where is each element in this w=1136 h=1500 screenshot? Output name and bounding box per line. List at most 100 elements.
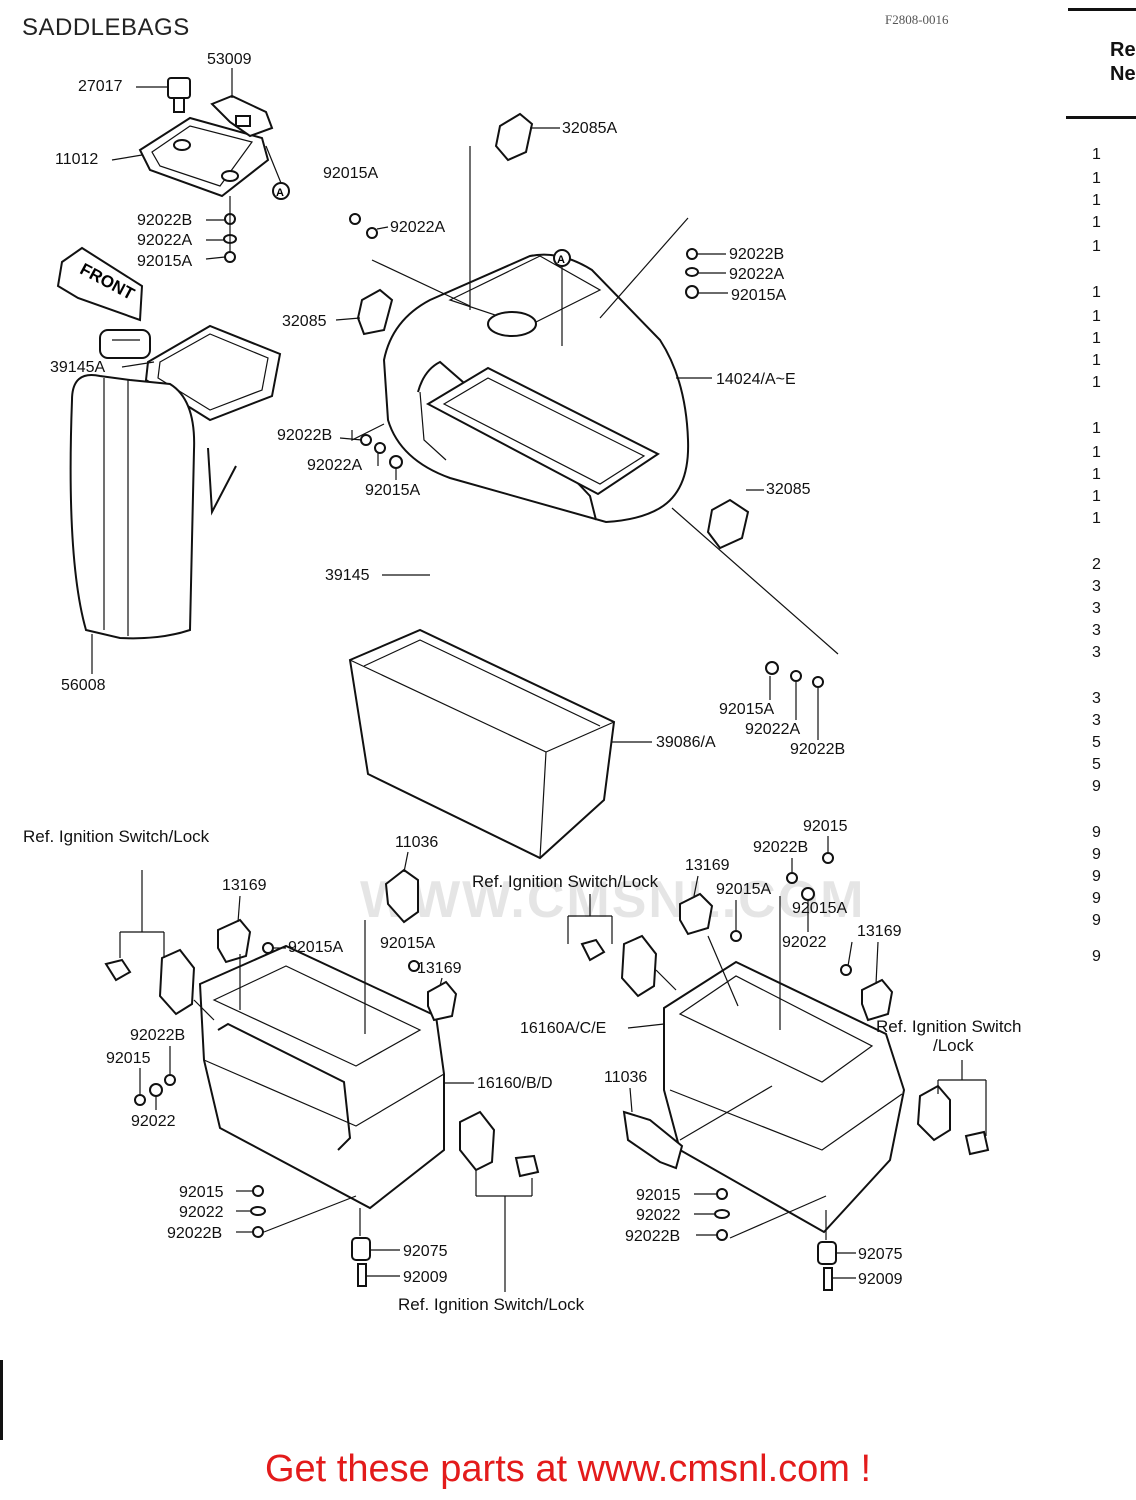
label-13169-1: 13169 (222, 877, 267, 894)
label-39145: 39145 (325, 567, 370, 584)
label-92015-1: 92015 (106, 1050, 151, 1067)
ref-column-entry: 9 (1092, 912, 1101, 929)
ref-column-entry: 1 (1092, 214, 1101, 231)
ref-column-entry: 3 (1092, 578, 1101, 595)
ref-column-entry: 2 (1092, 556, 1101, 573)
label-39086: 39086/A (656, 734, 716, 751)
bag-cover-56008 (69, 329, 196, 640)
ref-column-entry: 9 (1092, 824, 1101, 841)
ref-column-entry: 1 (1092, 420, 1101, 437)
ref-column-entry: 9 (1092, 846, 1101, 863)
ref-column-entry: 3 (1092, 644, 1101, 661)
ref-column-top-rule (1068, 8, 1136, 11)
label-92015-2: 92015 (179, 1184, 224, 1201)
ref-column-entry: 9 (1092, 948, 1101, 965)
label-16160BD: 16160/B/D (477, 1075, 553, 1092)
label-92022B-7: 92022B (167, 1225, 222, 1242)
top-case-14024 (382, 249, 690, 524)
bracket-32085-right (706, 498, 750, 550)
label-92022A-5: 92022A (745, 721, 800, 738)
label-92022-3: 92022 (782, 934, 827, 951)
label-11012: 11012 (55, 151, 98, 168)
label-92022A-2: 92022A (390, 219, 445, 236)
label-92022-2: 92022 (179, 1204, 224, 1221)
right-lock-housing (620, 934, 658, 998)
ref-column-entry: 1 (1092, 308, 1101, 325)
label-92022B-8: 92022B (753, 839, 808, 856)
left-key-icon (104, 958, 132, 982)
ref-column-entry: 3 (1092, 600, 1101, 617)
label-92022-4: 92022 (636, 1207, 681, 1224)
label-ref-lock-4: /Lock (933, 1036, 974, 1055)
label-13169-4: 13169 (857, 923, 902, 940)
left-saddlebag-16160 (198, 944, 445, 1210)
label-39145A: 39145A (50, 359, 105, 376)
page-title: SADDLEBAGS (22, 14, 190, 41)
label-92022A-3: 92022A (729, 266, 784, 283)
label-92015A-6: 92015A (288, 939, 343, 956)
ref-column-entry: 1 (1092, 330, 1101, 347)
label-92015A-8: 92015A (716, 881, 771, 898)
left-lock-housing (158, 948, 196, 1016)
label-14024: 14024/A~E (716, 371, 796, 388)
label-92075-1: 92075 (403, 1243, 448, 1260)
ref-column-header-rule (1066, 116, 1136, 119)
label-92022B-6: 92022B (130, 1027, 185, 1044)
label-92009-1: 92009 (403, 1269, 448, 1286)
ref-column-entry: 3 (1092, 690, 1101, 707)
label-92022B-4: 92022B (277, 427, 332, 444)
ref-column-entry: 1 (1092, 146, 1101, 163)
ref-column-header: Re Ne (1110, 39, 1136, 85)
ref-column-entry: 1 (1092, 352, 1101, 369)
bracket-32085-left (356, 288, 394, 336)
label-92022B-9: 92022B (625, 1228, 680, 1245)
label-92075-2: 92075 (858, 1246, 903, 1263)
label-92015-4: 92015 (636, 1187, 681, 1204)
label-92015A-1: 92015A (137, 253, 192, 270)
front-arrow-icon (56, 246, 144, 322)
label-56008: 56008 (61, 677, 106, 694)
label-ref-ignition-lock-1: Ref. Ignition Switch/Lock (23, 827, 210, 846)
ref-column-entry: 1 (1092, 488, 1101, 505)
footer-promo[interactable]: Get these parts at www.cmsnl.com ! (264, 1448, 872, 1490)
label-ref-ignition-lock-3: Ref. Ignition Switch/Lock (398, 1295, 585, 1314)
ref-column-entry: 1 (1092, 374, 1101, 391)
label-ref-ignition-lock-2: Ref. Ignition Switch/Lock (472, 872, 659, 891)
left-edge-rule (0, 1360, 3, 1440)
ref-column-entry: 9 (1092, 890, 1101, 907)
right-saddlebag-16160A (663, 960, 906, 1234)
label-92022A-4: 92022A (307, 457, 362, 474)
label-ref-ignition-switch-4: Ref. Ignition Switch (876, 1017, 1022, 1036)
right-latch-11036 (622, 1110, 684, 1170)
label-92022B-5: 92022B (790, 741, 845, 758)
right-plate-13169-b (861, 978, 894, 1022)
ref-column-entry: 1 (1092, 284, 1101, 301)
label-92015-3: 92015 (803, 818, 848, 835)
ref-column-entry: 9 (1092, 868, 1101, 885)
ref-column-entry: 3 (1092, 622, 1101, 639)
ref-column-entry: 3 (1092, 712, 1101, 729)
label-92015A-5: 92015A (719, 701, 774, 718)
label-27017: 27017 (78, 78, 123, 95)
ref-column-entry: 1 (1092, 238, 1101, 255)
label-92022-1: 92022 (131, 1113, 176, 1130)
right-plate-13169-a (679, 892, 714, 936)
label-32085-2: 32085 (766, 481, 811, 498)
lock-cylinder-27017 (167, 77, 191, 113)
label-13169-2: 13169 (417, 960, 462, 977)
bracket-32085A (494, 112, 534, 162)
circle-a-label-2: A (557, 254, 565, 266)
gasket-39145 (425, 366, 660, 496)
left-plate-13169-b (427, 980, 458, 1022)
label-92022B-1: 92022B (137, 212, 192, 229)
ref-column-entry: 9 (1092, 778, 1101, 795)
left-latch-11036 (384, 868, 419, 924)
ref-column-entry: 1 (1092, 192, 1101, 209)
label-92022B-3: 92022B (729, 246, 784, 263)
label-92015A-4: 92015A (365, 482, 420, 499)
diagram-code: F2808-0016 (885, 12, 949, 27)
label-92015A-3: 92015A (731, 287, 786, 304)
label-16160ACE: 16160A/C/E (520, 1020, 606, 1037)
label-32085A: 32085A (562, 120, 617, 137)
label-53009: 53009 (207, 51, 252, 68)
